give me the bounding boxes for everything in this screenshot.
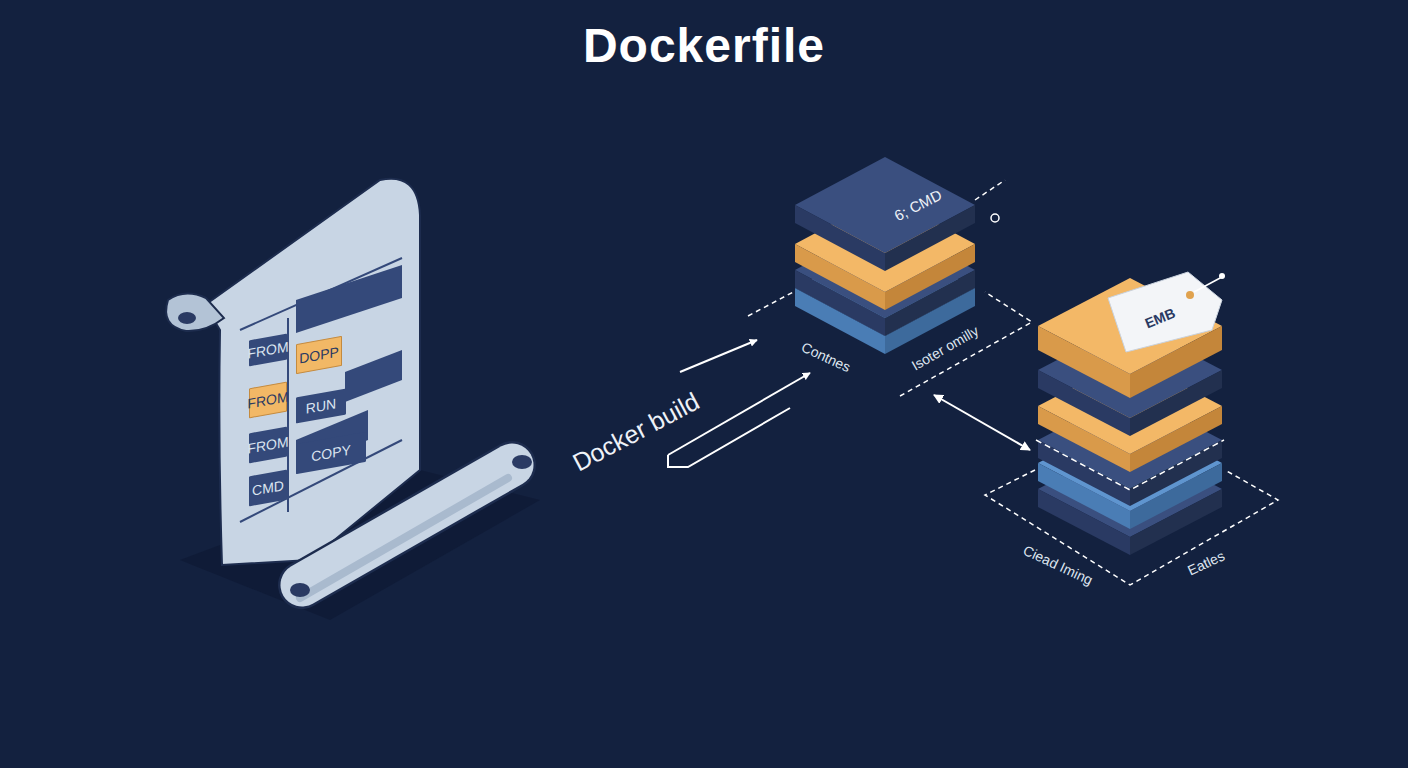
image-layer-stack: EMB xyxy=(1030,270,1280,590)
annotation-label: Contnes xyxy=(799,339,853,376)
build-arrow xyxy=(680,340,757,372)
instruction-keyword: DOPP xyxy=(299,344,339,367)
dashed-guide xyxy=(748,290,797,316)
code-bar xyxy=(345,350,402,402)
scroll-peg xyxy=(512,455,532,469)
tag-hole xyxy=(1186,291,1194,299)
layer-text: 6; CMD xyxy=(891,186,944,224)
instruction-keyword: FROM xyxy=(247,433,288,456)
instruction-keyword: RUN xyxy=(306,395,336,416)
diagram-title: Dockerfile xyxy=(0,18,1408,73)
instruction-keyword: FROM xyxy=(247,338,288,361)
layer-top xyxy=(795,157,975,253)
code-bar xyxy=(296,265,402,333)
scroll-roll-outline xyxy=(302,465,512,585)
scroll-roll-shade xyxy=(300,478,508,598)
instruction-keyword: CMD xyxy=(252,477,284,499)
instruction-keyword: FROM xyxy=(247,388,288,411)
hook-symbol xyxy=(991,214,999,222)
tag-string xyxy=(1194,277,1222,292)
dashed-guide xyxy=(975,180,1005,200)
tag-pin xyxy=(1219,273,1225,279)
layer-text: EMB xyxy=(1143,305,1178,331)
scroll-bottom-roll xyxy=(302,465,512,585)
scroll-peg xyxy=(290,583,310,597)
layer-side xyxy=(1038,326,1130,398)
image-tag xyxy=(1108,272,1222,352)
scroll-rod xyxy=(178,312,196,324)
annotation-label: Ciead Iming xyxy=(1021,542,1095,588)
instruction-keyword: COPY xyxy=(311,442,351,465)
annotation-label: Docker build xyxy=(568,387,704,478)
connector-arrow xyxy=(934,395,1030,450)
layer-side xyxy=(795,205,885,271)
scroll-top-curl xyxy=(166,293,224,331)
annotation-label: Eatles xyxy=(1185,548,1227,579)
scroll-paper xyxy=(205,179,420,565)
